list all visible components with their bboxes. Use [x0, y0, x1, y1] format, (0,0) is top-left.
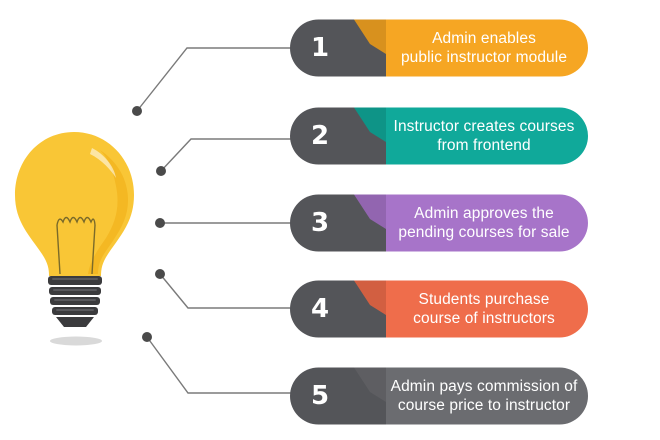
step-fold-shadow-2 — [354, 107, 386, 142]
step-text-5: Admin pays commission of course price to … — [388, 368, 580, 425]
bulb-glass — [15, 132, 134, 276]
step-banner-4 — [354, 280, 588, 338]
connector-dot-3 — [155, 218, 165, 228]
step-pills — [290, 19, 588, 425]
connectors — [136, 47, 292, 394]
step-text-3-line2: pending courses for sale — [398, 224, 570, 241]
step-text-5-line2: course price to instructor — [397, 397, 571, 414]
step-banner-2 — [354, 107, 588, 165]
step-fold-shadow-1 — [354, 19, 386, 54]
step-text-4-line2: course of instructors — [413, 310, 555, 327]
connector-dots — [132, 106, 166, 342]
step-number-5: 5 — [310, 381, 330, 411]
step-banner-3 — [354, 194, 588, 252]
bulb-highlight — [90, 148, 116, 178]
connector-dot-2 — [156, 166, 166, 176]
connector-1 — [136, 47, 292, 112]
step-text-5-line1: Admin pays commission of — [390, 378, 578, 395]
step-text-2-line2: from frontend — [437, 137, 531, 154]
step-pill-1 — [290, 19, 588, 77]
step-banner-5 — [354, 367, 588, 425]
bulb-base-shine — [52, 278, 98, 311]
step-fold-shadow-4 — [354, 280, 386, 315]
bulb-glow-dark — [88, 150, 128, 274]
step-text-2-line1: Instructor creates courses — [393, 118, 575, 135]
step-text-4-line1: Students purchase — [418, 291, 550, 308]
step-pill-4 — [290, 280, 588, 338]
step-number-2: 2 — [310, 121, 330, 151]
connector-dot-1 — [132, 106, 142, 116]
step-text-1: Admin enables public instructor module — [388, 20, 580, 77]
step-text-2: Instructor creates courses from frontend — [388, 108, 580, 165]
bulb-base — [48, 276, 102, 327]
connector-dot-4 — [155, 269, 165, 279]
connector-dot-5 — [142, 332, 152, 342]
step-pill-2 — [290, 107, 588, 165]
connector-5 — [146, 336, 292, 394]
step-text-3: Admin approves the pending courses for sa… — [388, 195, 580, 252]
connector-4 — [159, 273, 292, 309]
step-fold-shadow-3 — [354, 194, 386, 229]
light-bulb-icon — [15, 132, 134, 346]
step-banner-1 — [354, 19, 588, 77]
step-pill-3 — [290, 194, 588, 252]
connector-2 — [160, 138, 292, 172]
bulb-shadow — [50, 336, 102, 346]
step-number-3: 3 — [310, 208, 330, 238]
step-number-4: 4 — [310, 294, 330, 324]
step-text-3-line1: Admin approves the — [414, 205, 554, 222]
step-text-1-line1: Admin enables — [432, 30, 536, 47]
step-text-1-line2: public instructor module — [400, 49, 568, 66]
step-pill-5 — [290, 367, 588, 425]
step-number-1: 1 — [310, 33, 330, 63]
step-fold-shadow-5 — [354, 367, 386, 402]
step-text-4: Students purchase course of instructors — [388, 281, 580, 338]
bulb-filament — [56, 216, 96, 275]
